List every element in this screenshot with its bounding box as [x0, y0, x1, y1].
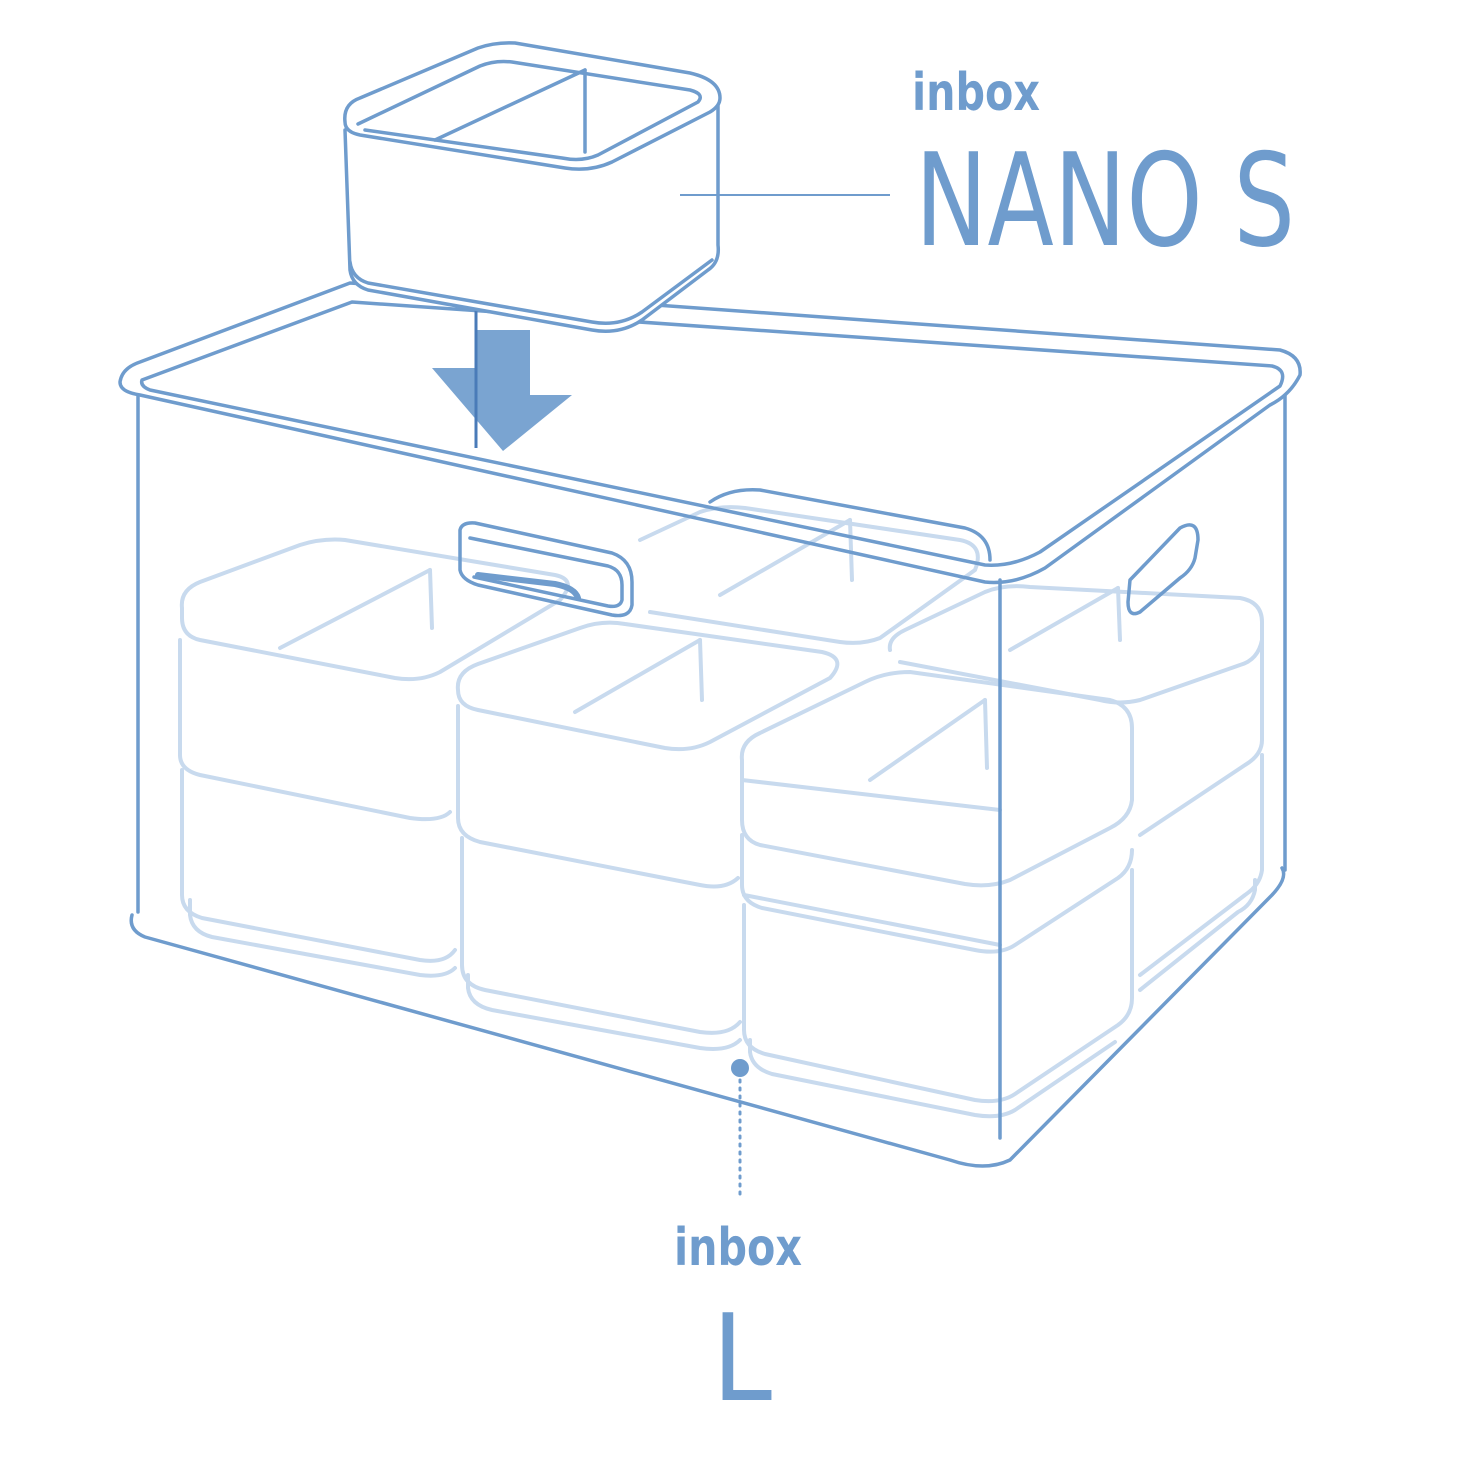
- nano-insert-front-right-bottom: [740, 833, 1134, 1119]
- container-rim-outer: [118, 281, 1302, 585]
- container-front-handle: [458, 521, 634, 618]
- nano-insert-right-back-bottom: [1138, 753, 1264, 992]
- nano-insert-middle-top: [455, 620, 840, 889]
- nano-s-model-label: NANO S: [915, 127, 1295, 276]
- inbox-l-leader: [731, 1059, 749, 1197]
- nano-s-box: [343, 41, 722, 333]
- insert-down-arrow-icon: [432, 300, 572, 451]
- nano-insert-front-right-top: [739, 670, 1134, 888]
- nano-insert-left-bottom: [180, 768, 457, 978]
- nano-insert-middle-bottom: [460, 836, 742, 1051]
- nano-inserts-group: [178, 505, 1264, 1119]
- inbox-l-brand-label: inbox: [674, 1218, 802, 1278]
- container-bottom: [129, 866, 1286, 1168]
- container-side-handle: [1126, 523, 1200, 616]
- container-back-handle: [708, 488, 992, 562]
- inbox-l-container: [118, 281, 1302, 1168]
- nano-insert-right-back-top: [887, 584, 1264, 837]
- nano-s-brand-label: inbox: [912, 63, 1040, 123]
- container-rim-inner: [139, 300, 1285, 567]
- inbox-l-model-label: L: [712, 1290, 772, 1429]
